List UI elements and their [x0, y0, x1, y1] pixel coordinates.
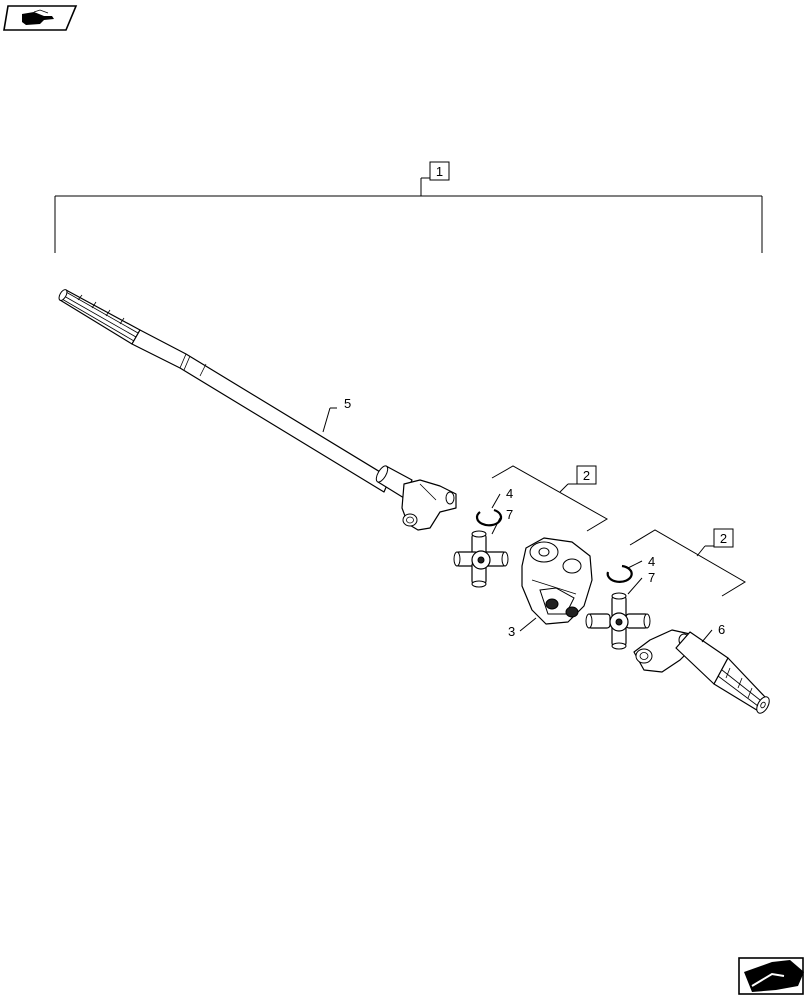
axle-shaft-long — [58, 289, 457, 531]
kit-bracket-a: 2 — [491, 465, 608, 532]
snap-ring-lower — [606, 564, 633, 583]
callout-3: 3 — [508, 624, 515, 639]
callout-5: 5 — [344, 396, 351, 411]
callout-6: 6 — [718, 622, 725, 637]
u-joint-cross-lower — [585, 592, 651, 650]
hand-pointer-icon[interactable] — [3, 5, 78, 31]
callout-7-lower: 7 — [648, 570, 655, 585]
callout-4-upper: 4 — [506, 486, 513, 501]
kit-bracket-b: 2 — [629, 528, 746, 597]
u-joint-cross-upper — [453, 530, 509, 588]
callout-1: 1 — [436, 164, 443, 179]
center-yoke — [521, 537, 593, 625]
stub-shaft — [633, 629, 770, 714]
callout-7-upper: 7 — [506, 507, 513, 522]
callout-4-lower: 4 — [648, 554, 655, 569]
callout-2b: 2 — [720, 531, 727, 546]
callout-2a: 2 — [583, 468, 590, 483]
arrow-box-icon[interactable] — [738, 957, 804, 995]
assembly-bracket: 1 — [54, 161, 763, 253]
snap-ring-upper — [475, 508, 503, 527]
